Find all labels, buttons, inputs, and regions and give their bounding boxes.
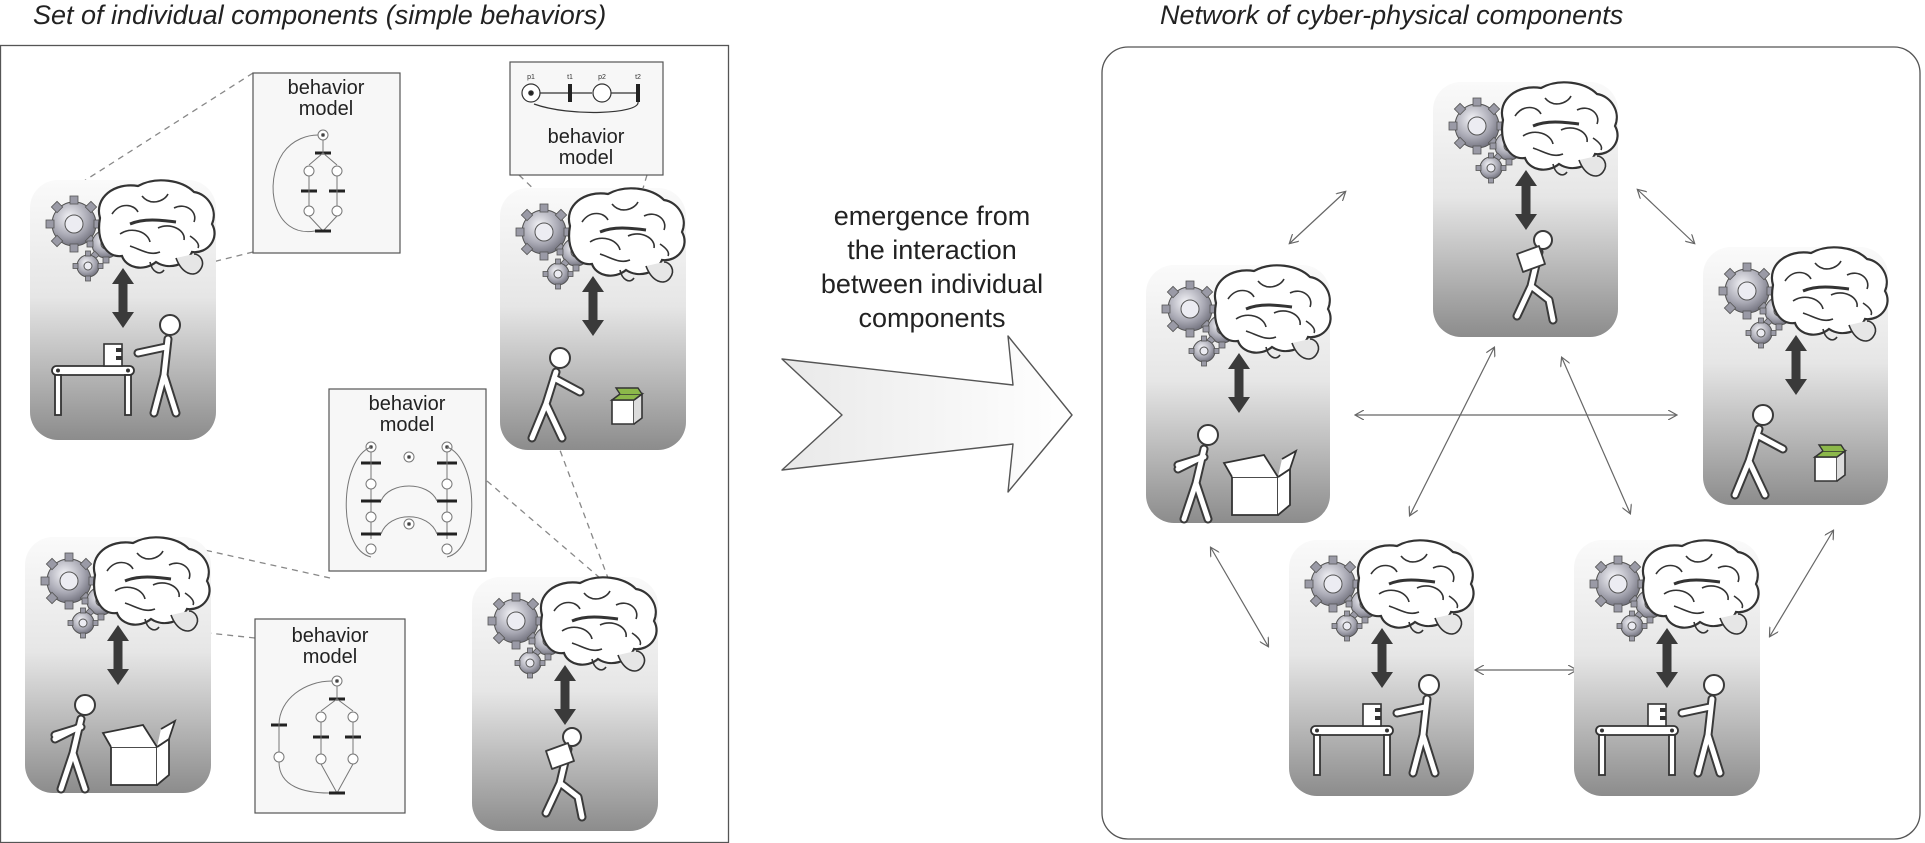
right-panel-title: Network of cyber-physical components xyxy=(1160,0,1624,30)
behavior-model-label: model xyxy=(380,414,434,436)
device-icon xyxy=(103,343,123,367)
behavior-model-box-3: behavior model xyxy=(328,388,487,572)
behavior-model-label: behavior xyxy=(369,393,446,415)
network-component-bottom-left xyxy=(1289,538,1476,796)
petri-net-diagram xyxy=(345,441,473,558)
petri-net-diagram xyxy=(272,129,345,233)
behavior-model-label: behavior xyxy=(548,126,625,148)
device-icon xyxy=(1647,703,1667,727)
box-icon xyxy=(102,720,176,786)
left-panel-title: Set of individual components (simple beh… xyxy=(33,0,607,30)
behavior-model-box-2: p1 t1 p2 t2 behavior model xyxy=(509,61,664,176)
behavior-model-label: behavior xyxy=(288,77,365,99)
device-icon xyxy=(1362,703,1382,727)
behavior-model-label: model xyxy=(559,147,613,169)
network-component-bottom-right xyxy=(1574,538,1761,796)
behavior-model-box-4: behavior model xyxy=(254,618,406,814)
right-panel-frame xyxy=(1101,46,1921,840)
petri-label-t2: t2 xyxy=(635,74,641,81)
network-connections xyxy=(1211,190,1833,670)
network-component-left xyxy=(1146,263,1333,523)
left-component-2 xyxy=(500,186,687,450)
emergence-text-line4: components xyxy=(858,303,1005,333)
behavior-model-label: behavior xyxy=(292,625,369,647)
network-component-top xyxy=(1433,80,1620,337)
left-component-1 xyxy=(30,178,217,440)
box-icon xyxy=(1223,450,1297,516)
petri-net-diagram: p1 t1 p2 t2 xyxy=(521,74,641,114)
behavior-model-label: model xyxy=(299,98,353,120)
behavior-model-label: model xyxy=(303,646,357,668)
petri-net-diagram xyxy=(271,675,361,795)
emergence-text-line2: the interaction xyxy=(847,235,1017,265)
emergence-arrow xyxy=(781,335,1073,493)
emergence-text-line3: between individual xyxy=(821,269,1043,299)
petri-label-t1: t1 xyxy=(567,74,573,81)
petri-label-p1: p1 xyxy=(527,74,535,81)
emergence-text-line1: emergence from xyxy=(834,201,1031,231)
network-component-right xyxy=(1703,245,1890,505)
left-component-3 xyxy=(25,535,212,793)
left-component-4 xyxy=(472,575,659,831)
petri-label-p2: p2 xyxy=(598,74,606,81)
behavior-model-box-1: behavior model xyxy=(252,72,401,254)
